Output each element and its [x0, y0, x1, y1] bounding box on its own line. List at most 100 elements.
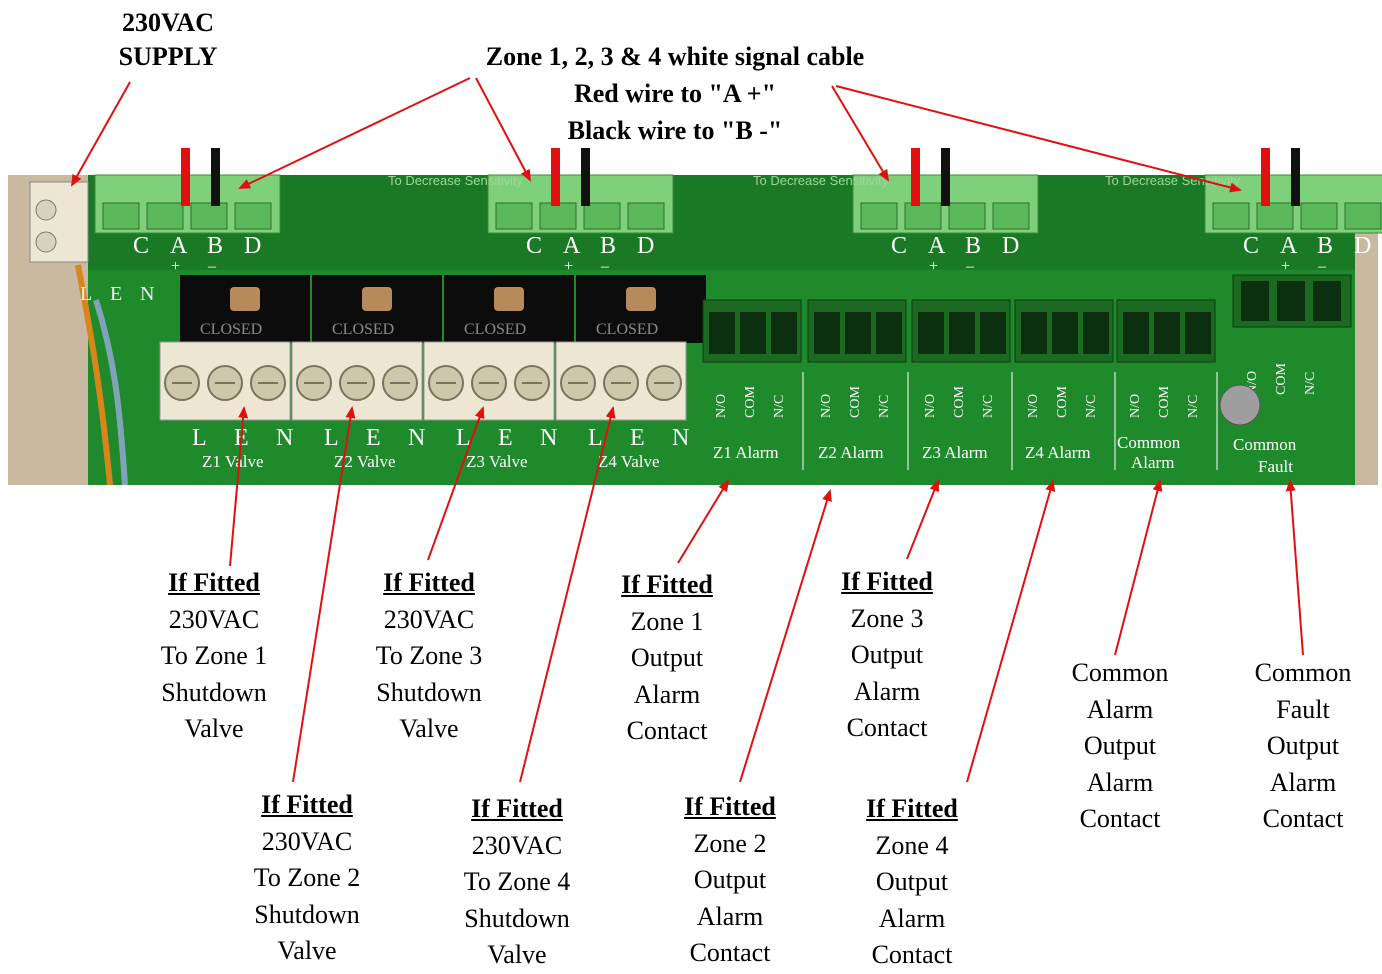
callout-line: Output: [1083, 731, 1157, 760]
minus-sign: –: [207, 258, 217, 275]
supply-silk-letter: L: [80, 283, 92, 305]
callout-arrow: [1285, 479, 1304, 656]
callout-line: Shutdown: [464, 903, 570, 933]
black-wire-marker: [211, 148, 220, 206]
callout-line: Alarm: [1086, 694, 1154, 724]
relay-pin-label: N/O: [923, 394, 938, 418]
red-wire-marker: [551, 148, 560, 206]
plus-sign: +: [1281, 258, 1290, 275]
valve-len-letter: L: [324, 425, 339, 451]
callout-arrow: [835, 85, 1242, 193]
alarm-pin-slot: [740, 312, 766, 354]
callout-z1-valve: If Fitted 230VAC To Zone 1 Shutdown Valv…: [119, 565, 309, 748]
callout-line: Alarm: [1086, 767, 1154, 797]
terminal-letter: D: [1002, 233, 1019, 259]
relay-pin-label: COM: [1055, 386, 1070, 418]
red-wire-marker: [1261, 148, 1270, 206]
callout-line: Zone 1: [630, 606, 704, 636]
terminal-letter: B: [207, 233, 223, 259]
common-alarm-silk: Alarm: [1131, 453, 1174, 472]
alarm-silk-label: Z2 Alarm: [818, 443, 884, 462]
signal-terminal-slot: [992, 202, 1030, 230]
callout-title: If Fitted: [261, 790, 353, 819]
valve-len-letter: N: [672, 425, 689, 451]
terminal-letter: D: [1354, 233, 1371, 259]
relay-pin-label: COM: [1157, 386, 1172, 418]
callout-z3-valve: If Fitted 230VAC To Zone 3 Shutdown Valv…: [334, 565, 524, 748]
callout-line: Output: [693, 865, 767, 894]
relay-pin-label: N/C: [1084, 395, 1099, 418]
terminal-letter: D: [244, 233, 261, 259]
closed-silk: CLOSED: [200, 321, 262, 338]
callout-title: If Fitted: [471, 794, 563, 823]
black-wire-marker: [941, 148, 950, 206]
alarm-pin-slot: [771, 312, 797, 354]
callout-line: Valve: [184, 714, 244, 743]
fault-pin-slot: [1277, 281, 1305, 321]
alarm-pin-slot: [1052, 312, 1078, 354]
signal-terminal-slot: [146, 202, 184, 230]
callout-arrow: [229, 406, 249, 567]
alarm-pin-slot: [876, 312, 902, 354]
red-wire-marker: [911, 148, 920, 206]
callout-line: Valve: [399, 714, 459, 743]
valve-len-letter: N: [408, 425, 425, 451]
signal-terminal-slot: [1344, 202, 1382, 230]
minus-sign: –: [600, 258, 610, 275]
callout-title: If Fitted: [168, 568, 260, 597]
relay-pin-label: N/C: [1186, 395, 1201, 418]
callout-line: Common: [1254, 658, 1352, 687]
callout-z3-alarm: If Fitted Zone 3 Output Alarm Contact: [792, 564, 982, 747]
signal-note-line-2: Red wire to "A +": [573, 79, 777, 108]
valve-len-letter: N: [276, 425, 293, 451]
callout-common-fault: Common Fault Output Alarm Contact: [1208, 655, 1382, 838]
alarm-pin-slot: [1021, 312, 1047, 354]
signal-terminal-slot: [190, 202, 228, 230]
callout-line: Contact: [689, 938, 771, 967]
terminal-letter: C: [133, 233, 149, 259]
callout-line: 230VAC: [261, 826, 353, 856]
valve-silk-label: Z3 Valve: [466, 452, 528, 471]
signal-terminal-slot: [495, 202, 533, 230]
valve-len-letter: E: [366, 425, 381, 451]
signal-terminal-slot: [583, 202, 621, 230]
callout-z2-valve: If Fitted 230VAC To Zone 2 Shutdown Valv…: [212, 787, 402, 970]
terminal-letter: A: [563, 233, 581, 259]
plus-sign: +: [564, 258, 573, 275]
fault-pin-slot: [1241, 281, 1269, 321]
signal-terminal-slot: [904, 202, 942, 230]
signal-terminal-slot: [860, 202, 898, 230]
callout-z4-alarm: If Fitted Zone 4 Output Alarm Contact: [817, 791, 1007, 974]
minus-sign: –: [1317, 258, 1327, 275]
valve-len-letter: L: [588, 425, 603, 451]
callout-line: Zone 2: [693, 828, 767, 858]
callout-line: 230VAC: [168, 604, 260, 634]
callout-arrow: [519, 406, 616, 783]
callout-title: If Fitted: [621, 570, 713, 599]
fault-pin-slot: [1313, 281, 1341, 321]
signal-cable-note: Zone 1, 2, 3 & 4 white signal cable Red …: [430, 38, 920, 149]
relay-pin-label: N/C: [772, 395, 787, 418]
relay-pin-label: N/O: [1128, 394, 1143, 418]
callout-line: Fault: [1276, 694, 1330, 724]
alarm-pin-slot: [709, 312, 735, 354]
supply-label-line-2: SUPPLY: [118, 41, 218, 71]
callout-line: To Zone 2: [253, 863, 361, 892]
red-wire-marker: [181, 148, 190, 206]
supply-wire-blue: [93, 299, 128, 486]
board-top-band: [88, 175, 1355, 270]
black-wire-marker: [581, 148, 590, 206]
closed-silk: CLOSED: [332, 321, 394, 338]
signal-terminal-slot: [102, 202, 140, 230]
callout-line: Contact: [1262, 804, 1344, 833]
alarm-pin-slot: [814, 312, 840, 354]
signal-note-line-3: Black wire to "B -": [567, 116, 783, 145]
callout-line: Alarm: [633, 679, 701, 709]
plus-sign: +: [929, 258, 938, 275]
terminal-letter: B: [600, 233, 616, 259]
callout-arrow: [906, 479, 939, 560]
callout-title: If Fitted: [684, 792, 776, 821]
callout-arrow: [71, 81, 131, 187]
callout-line: Shutdown: [161, 677, 267, 707]
callout-title: If Fitted: [866, 794, 958, 823]
